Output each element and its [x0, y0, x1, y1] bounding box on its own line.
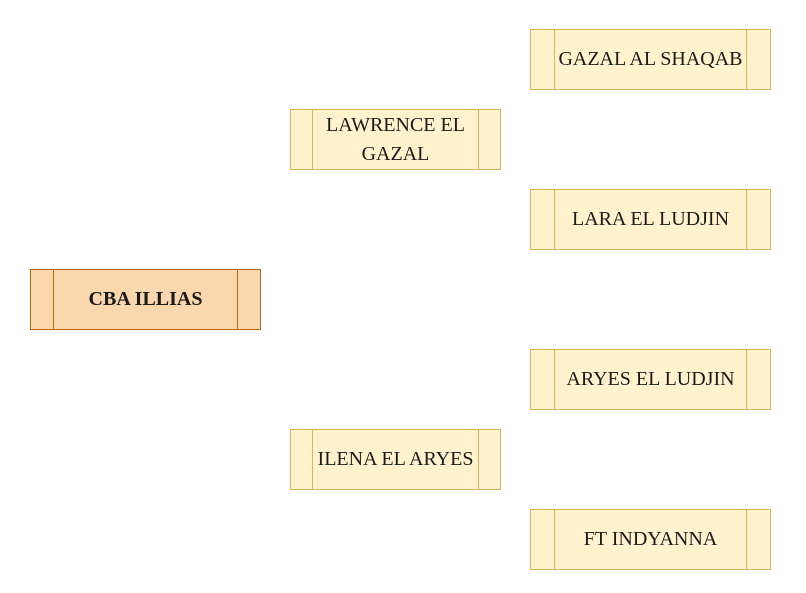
node-label: FT INDYANNA [583, 528, 718, 550]
pedigree-node-dam[interactable]: ILENA EL ARYES [290, 429, 501, 490]
node-label: GAZAL AL SHAQAB [558, 48, 743, 70]
pedigree-node-root[interactable]: CBA ILLIAS [30, 269, 261, 330]
pedigree-node-sire-dam[interactable]: LARA EL LUDJIN [530, 189, 771, 250]
pedigree-node-dam-dam[interactable]: FT INDYANNA [530, 509, 771, 570]
node-label: LARA EL LUDJIN [571, 208, 730, 230]
pedigree-node-dam-sire[interactable]: ARYES EL LUDJIN [530, 349, 771, 410]
node-label: LAWRENCE EL GAZAL [326, 113, 465, 165]
node-label: ILENA EL ARYES [317, 448, 474, 470]
node-label: CBA ILLIAS [88, 288, 203, 310]
pedigree-node-sire-sire[interactable]: GAZAL AL SHAQAB [530, 29, 771, 90]
node-label: ARYES EL LUDJIN [566, 368, 735, 390]
pedigree-node-sire[interactable]: LAWRENCE EL GAZAL [290, 109, 501, 170]
